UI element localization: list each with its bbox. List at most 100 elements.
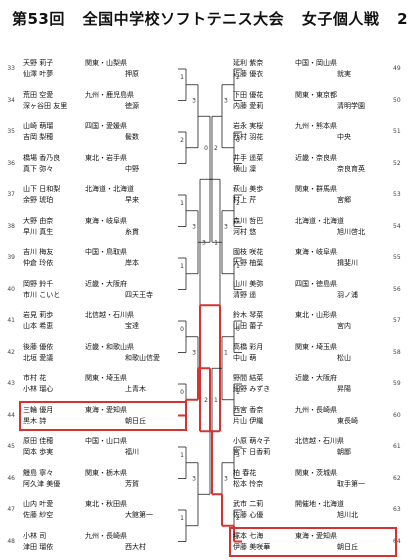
school-name: 福川 [125, 448, 139, 456]
region-prefecture: 東海・岐阜県 [85, 216, 127, 225]
entry-number: 49 [393, 65, 401, 72]
player-name: 北垣 愛議 [23, 353, 54, 362]
entry-number: 37 [7, 191, 15, 198]
round-score: 1 [180, 263, 184, 270]
entry-number: 45 [7, 443, 15, 450]
player-name: 早川 真生 [23, 227, 54, 236]
school-name: 徳源 [125, 101, 139, 110]
player-name: 細野 みずき [233, 385, 271, 393]
round-score: 0 [180, 326, 184, 333]
entry-number: 38 [7, 222, 15, 230]
region-prefecture: 中国・鳥取県 [85, 248, 127, 256]
player-name: 山崎 萌瑠 [23, 122, 54, 130]
player-name: 天野 莉子 [23, 59, 54, 67]
school-name: 大館第一 [125, 511, 153, 519]
player-name: 延利 紫奈 [233, 59, 264, 67]
school-name: 糸貫 [125, 227, 139, 236]
player-name: 萩山 美歩 [233, 185, 264, 193]
player-name: 橋場 香乃良 [23, 153, 61, 162]
player-name: 山本 希恵 [23, 322, 54, 330]
player-name: 内藤 愛莉 [233, 101, 264, 110]
player-name: 山川 美弥 [233, 279, 264, 288]
entry-number: 44 [7, 411, 15, 419]
region-prefecture: 関東・群馬県 [295, 185, 337, 193]
player-name: 岡本 歩実 [23, 448, 54, 456]
entry-number: 42 [7, 348, 15, 356]
round-score: 2 [180, 137, 184, 144]
entry-number: 54 [393, 222, 401, 230]
region-prefecture: 関東・埼玉県 [295, 342, 337, 351]
round-score: 1 [180, 452, 184, 459]
region-prefecture: 関東・茨城県 [295, 468, 337, 477]
school-name: 和歌山信愛 [125, 353, 160, 362]
region-prefecture: 四国・徳島県 [295, 279, 337, 288]
player-name: 小林 司 [23, 531, 47, 540]
region-prefecture: 北海道・北海道 [295, 216, 344, 225]
school-name: 宮郷 [337, 196, 351, 204]
player-name: 荒田 空愛 [23, 90, 54, 99]
round-score: 3 [224, 224, 228, 231]
round-score: 3 [202, 239, 206, 246]
school-name: 就実 [337, 70, 351, 78]
winner-highlight-box [19, 400, 187, 431]
region-prefecture: 東海・愛知県 [295, 531, 337, 540]
player-name: 岩見 莉歩 [23, 311, 54, 319]
player-name: 河村 悠 [233, 227, 257, 236]
round-score: 0 [236, 326, 240, 333]
entry-number: 41 [7, 317, 15, 324]
school-name: 岸本 [125, 259, 139, 267]
school-name: 朝鄙 [337, 448, 351, 456]
round-score: 1 [180, 74, 184, 81]
school-name: 芳賀 [125, 479, 139, 488]
title-edition: 第53回 [11, 10, 65, 28]
entry-number: 46 [7, 474, 15, 482]
entry-number: 58 [393, 348, 401, 356]
player-name: 大野 由奈 [23, 216, 54, 225]
school-name: 中野 [125, 164, 139, 173]
school-name: 西大村 [125, 542, 146, 551]
player-name: 中山 萌 [233, 353, 257, 362]
region-prefecture: 東海・愛知県 [85, 405, 127, 414]
school-name: 早来 [125, 196, 139, 204]
entry-number: 33 [7, 65, 15, 72]
player-name: 清野 遥 [233, 290, 257, 299]
round-score: 3 [192, 476, 196, 483]
round-score: 3 [224, 98, 228, 105]
school-name: 奈良育英 [337, 164, 365, 173]
player-name: 井手 遥菜 [233, 153, 264, 162]
region-prefecture: 中国・岡山県 [295, 59, 337, 67]
round-score: 2 [204, 397, 208, 404]
player-name: 森川 哲巴 [233, 216, 264, 225]
player-name: 野間 結菜 [233, 374, 264, 382]
region-prefecture: 東北・山形県 [295, 311, 337, 319]
school-name: 清明学園 [337, 101, 365, 110]
player-name: 岩永 実桜 [233, 122, 264, 130]
school-name: 宝達 [125, 322, 139, 330]
round-score: 3 [192, 98, 196, 105]
player-name: 三輪 優月 [23, 405, 54, 414]
entry-number: 60 [393, 411, 401, 419]
school-name: 東長崎 [337, 416, 358, 425]
round-score: 3 [192, 350, 196, 357]
entry-number: 62 [393, 474, 401, 482]
region-prefecture: 関東・山梨県 [85, 59, 127, 67]
region-prefecture: 中国・山口県 [85, 437, 127, 445]
region-prefecture: 関東・東京都 [295, 90, 337, 99]
